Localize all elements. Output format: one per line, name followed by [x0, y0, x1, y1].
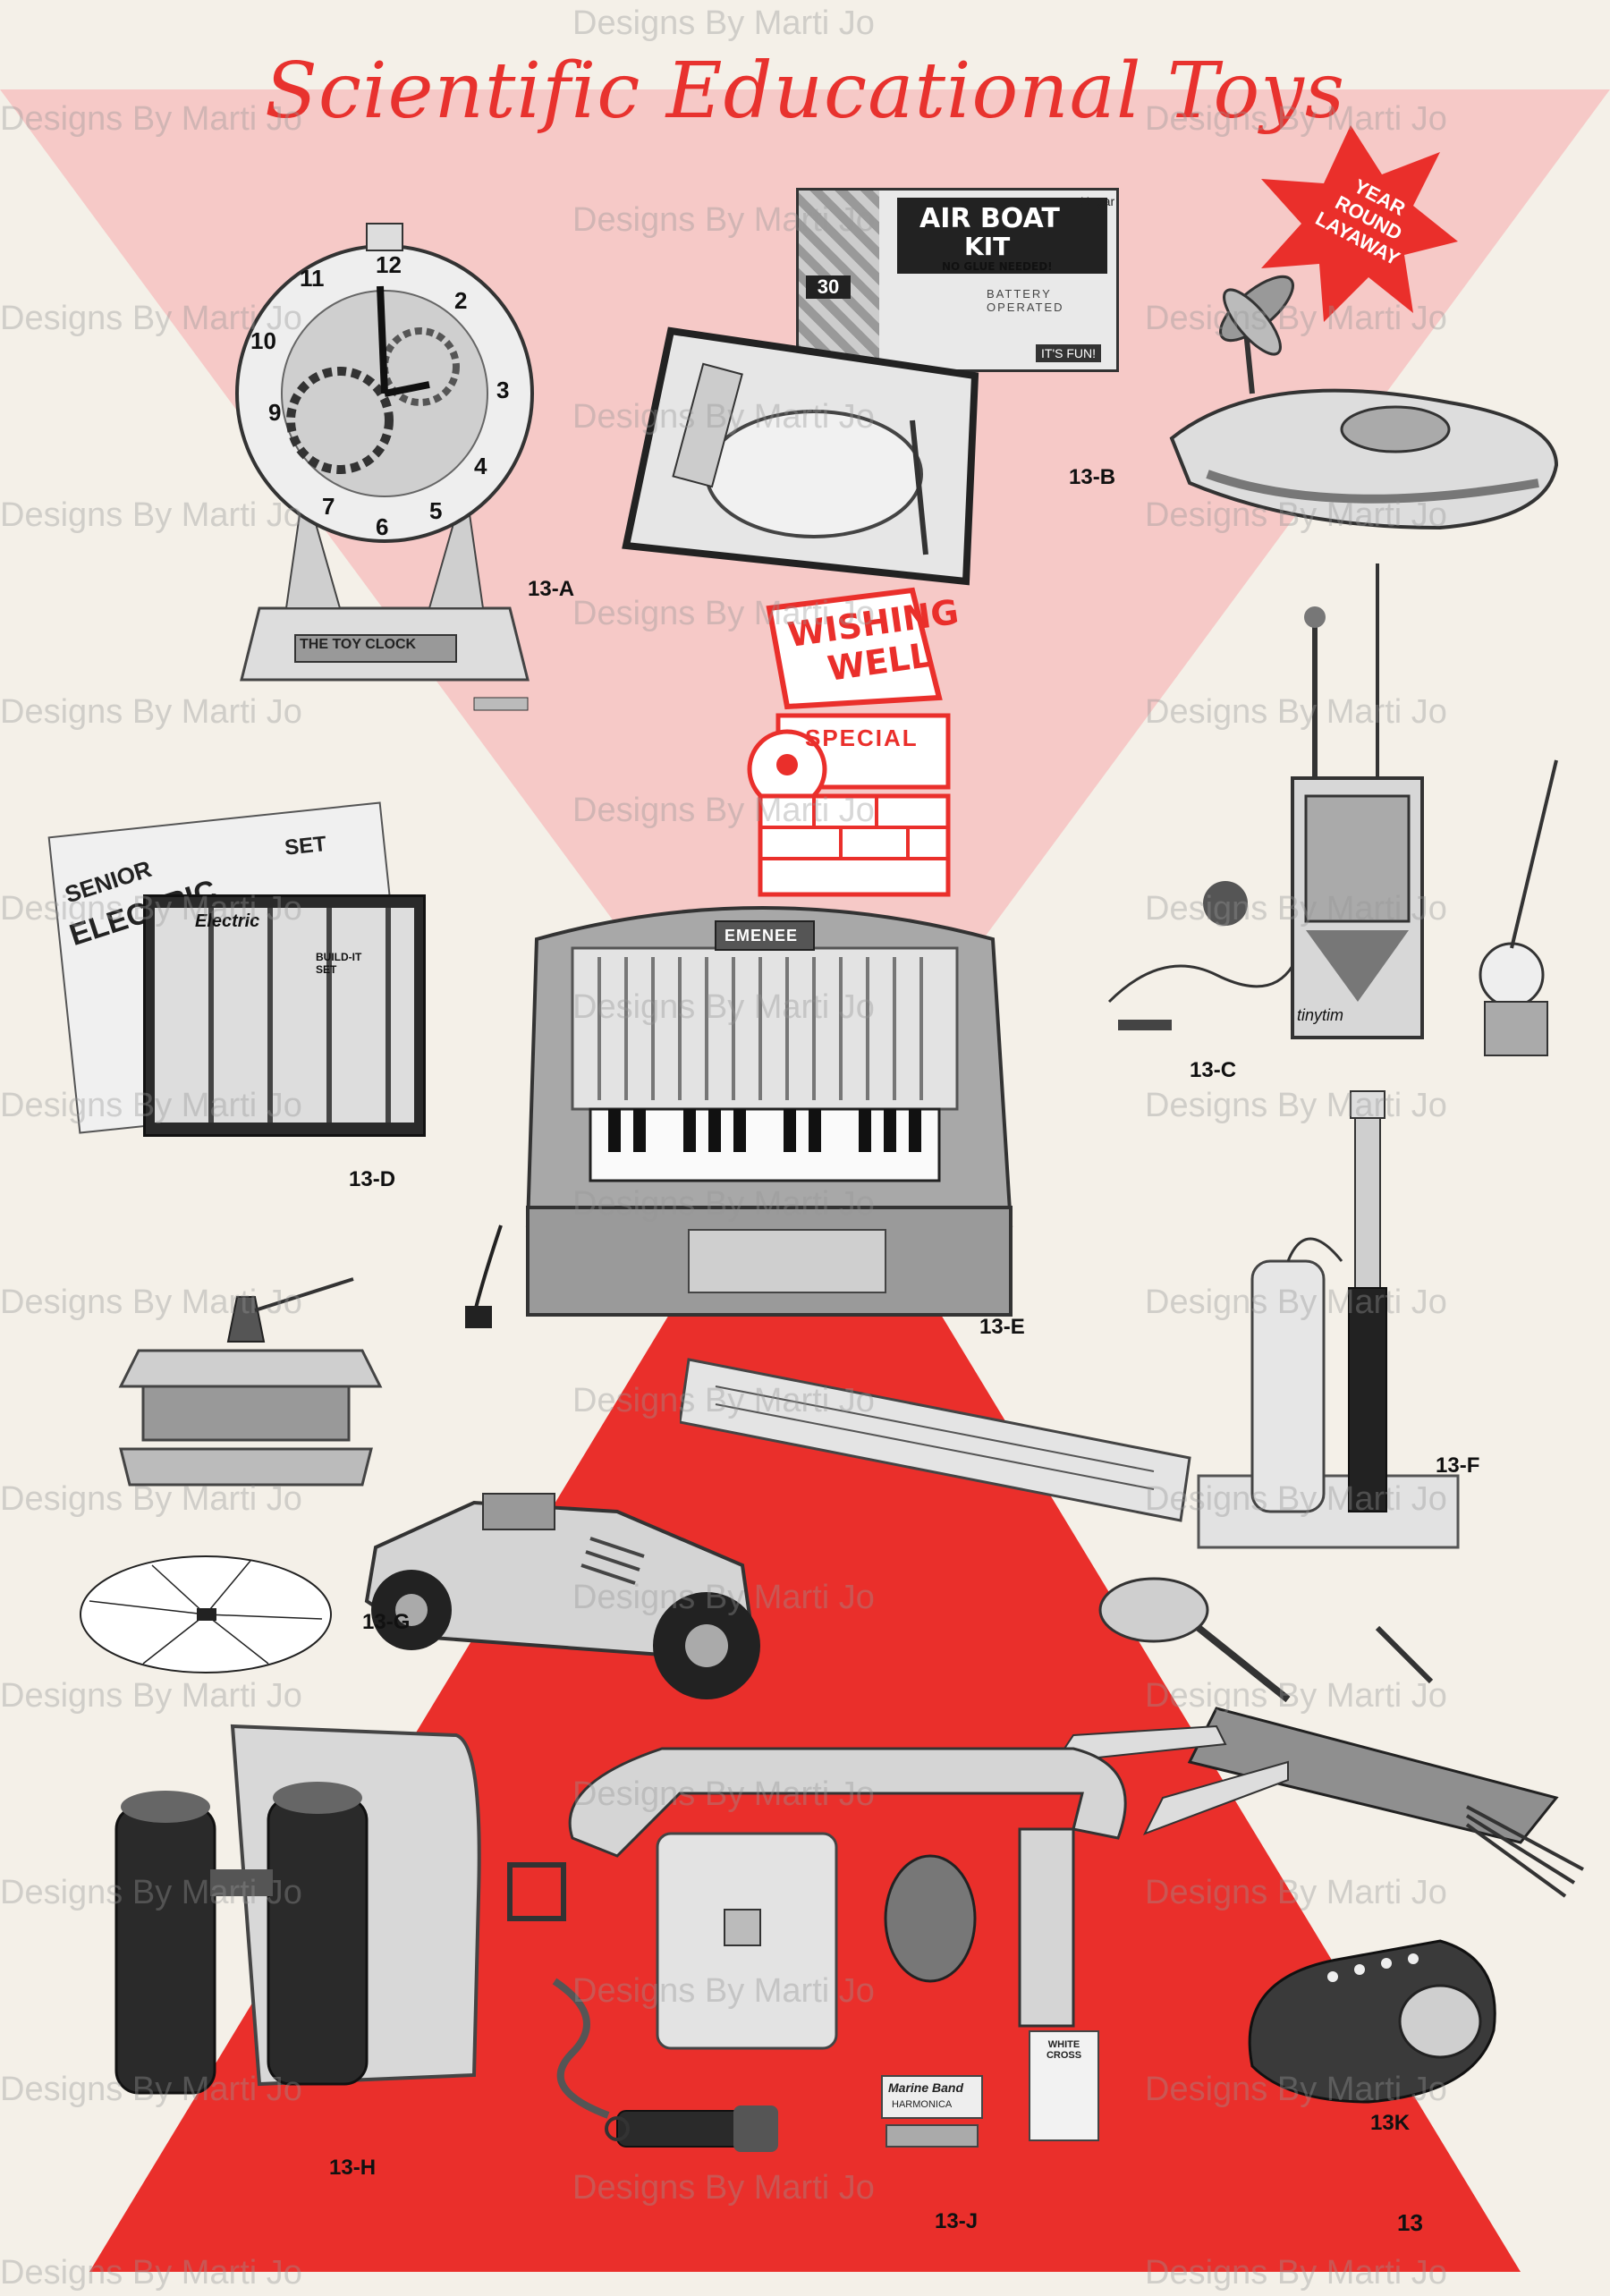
scout-belt-set-image [507, 1747, 1127, 2119]
watermark: Designs By Marti Jo [572, 398, 875, 436]
item-label-13g: 13-G [362, 1610, 411, 1634]
organ-brand: EMENEE [724, 927, 799, 945]
watermark: Designs By Marti Jo [0, 2071, 302, 2108]
watermark: Designs By Marti Jo [0, 693, 302, 731]
watermark: Designs By Marti Jo [1145, 496, 1447, 534]
watermark: Designs By Marti Jo [572, 988, 875, 1026]
electric-set-tray: Electric BUILD-IT SET [143, 894, 426, 1137]
item-label-13j: 13-J [935, 2209, 979, 2233]
track-diagram-image [80, 1555, 332, 1673]
tinytim-radio-image [1107, 563, 1558, 1056]
watermark: Designs By Marti Jo [0, 496, 302, 534]
svg-text:6: 6 [376, 513, 388, 540]
svg-text:2: 2 [454, 287, 467, 314]
item-label-13e: 13-E [979, 1315, 1025, 1339]
watermark: Designs By Marti Jo [1145, 1087, 1447, 1124]
svg-text:11: 11 [300, 265, 325, 292]
watermark: Designs By Marti Jo [0, 100, 302, 138]
watermark: Designs By Marti Jo [572, 1775, 875, 1813]
electric-kit-line3: SET [283, 832, 328, 860]
svg-text:12: 12 [376, 251, 402, 278]
harmonica-type: HARMONICA [892, 2099, 953, 2110]
watermark: Designs By Marti Jo [0, 300, 302, 337]
watermark: Designs By Marti Jo [0, 890, 302, 928]
item-label-13h: 13-H [329, 2156, 377, 2180]
watermark: Designs By Marti Jo [0, 1480, 302, 1518]
watermark: Designs By Marti Jo [0, 1677, 302, 1715]
air-boat-image [1169, 275, 1559, 530]
item-label-13c: 13-C [1190, 1058, 1237, 1082]
watermark: Designs By Marti Jo [572, 2169, 875, 2207]
item-label-13k: 13K [1370, 2111, 1411, 2135]
item-label-13a: 13-A [528, 577, 575, 601]
watermark: Designs By Marti Jo [1145, 1284, 1447, 1321]
boat-kit-minutes: 30 [806, 275, 851, 299]
watermark: Designs By Marti Jo [572, 1972, 875, 2010]
watermark: Designs By Marti Jo [1145, 100, 1447, 138]
telescope-image [1197, 1090, 1460, 1549]
watermark: Designs By Marti Jo [572, 201, 875, 239]
watermark: Designs By Marti Jo [1145, 2071, 1447, 2108]
radio-brand: tinytim [1297, 1006, 1344, 1024]
boat-kit-title2: KIT [964, 232, 1011, 261]
item-label-13d: 13-D [349, 1167, 396, 1191]
boat-kit-fun: IT'S FUN! [1036, 344, 1102, 362]
electric-kit-inner: Electric [195, 911, 260, 931]
toy-clock-image: 12 2 3 4 5 6 7 9 10 11 [235, 223, 534, 711]
multi-tool-knife-image [1055, 1577, 1584, 1898]
air-boat-kit-box: Ungar AIR BOAT KIT NO GLUE NEEDED! 30 BA… [796, 188, 1119, 372]
boat-kit-brand: Ungar [1080, 194, 1115, 208]
watermark: Designs By Marti Jo [1145, 693, 1447, 731]
item-label-13b: 13-B [1069, 465, 1116, 489]
svg-text:5: 5 [429, 497, 442, 524]
air-boat-kit-tray [622, 326, 979, 586]
watermark: Designs By Marti Jo [1145, 1874, 1447, 1911]
matches-brand: WHITE CROSS [1046, 2039, 1082, 2061]
watermark: Designs By Marti Jo [572, 792, 875, 829]
watermark: Designs By Marti Jo [0, 1874, 302, 1911]
watermark: Designs By Marti Jo [572, 1382, 875, 1419]
watermark: Designs By Marti Jo [0, 2254, 302, 2292]
watermark: Designs By Marti Jo [1145, 1677, 1447, 1715]
clock-plate-text: THE TOY CLOCK [300, 637, 417, 652]
watermark: Designs By Marti Jo [0, 1284, 302, 1321]
svg-text:3: 3 [496, 377, 509, 403]
svg-text:9: 9 [268, 399, 281, 426]
svg-text:7: 7 [322, 493, 335, 520]
svg-text:4: 4 [474, 453, 487, 479]
wishing-well-sign [747, 587, 951, 897]
watermark: Designs By Marti Jo [572, 4, 875, 42]
boat-kit-note: NO GLUE NEEDED! [942, 260, 1053, 273]
harmonica-box: Marine Band HARMONICA [881, 2075, 983, 2119]
binoculars-image [114, 1724, 481, 2095]
page-title: Scientific Educational Toys [265, 47, 1345, 136]
watermark: Designs By Marti Jo [0, 1087, 302, 1124]
hot-rod-car-image [364, 1493, 760, 1699]
compass-case-image [1248, 1939, 1496, 2104]
harmonica-image [886, 2124, 979, 2148]
page-number: 13 [1397, 2209, 1423, 2236]
watermark: Designs By Marti Jo [1145, 890, 1447, 928]
slide-rule-image [680, 1358, 1191, 1522]
watermark: Designs By Marti Jo [572, 1579, 875, 1616]
watermark: Designs By Marti Jo [1145, 300, 1447, 337]
electric-kit-build: BUILD-IT SET [316, 951, 362, 976]
flashlight-image [605, 2105, 778, 2152]
svg-text:10: 10 [250, 327, 276, 354]
item-label-13f: 13-F [1436, 1453, 1480, 1478]
emenee-organ-image [465, 906, 1013, 1328]
layaway-star [1261, 125, 1458, 322]
sign-line3: SPECIAL [805, 724, 919, 751]
harmonica-brand: Marine Band [888, 2080, 964, 2095]
watermark: Designs By Marti Jo [1145, 2254, 1447, 2292]
boat-kit-title: AIR BOAT [919, 203, 1060, 234]
matches-box: WHITE CROSS [1029, 2030, 1099, 2141]
gyroscope-toy-image [118, 1277, 383, 1487]
watermark: Designs By Marti Jo [572, 1185, 875, 1223]
boat-kit-powered: BATTERY OPERATED [987, 287, 1064, 314]
watermark: Designs By Marti Jo [572, 595, 875, 632]
watermark: Designs By Marti Jo [1145, 1480, 1447, 1518]
